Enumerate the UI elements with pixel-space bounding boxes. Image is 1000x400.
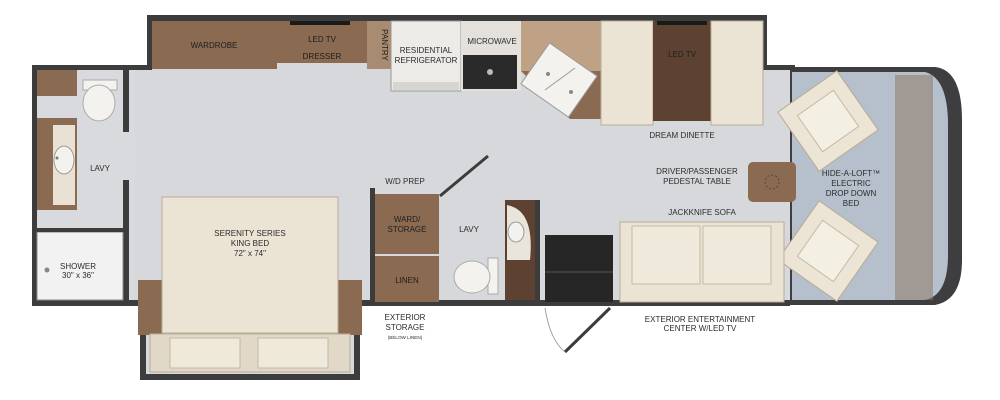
label-lavy-rear: LAVY bbox=[90, 164, 111, 173]
sink-drain-1 bbox=[546, 72, 550, 76]
label-loft-4: BED bbox=[843, 199, 860, 208]
wall-rear bbox=[32, 65, 37, 305]
wall-slide-right bbox=[354, 300, 360, 380]
label-loft-1: HIDE-A-LOFT™ bbox=[822, 169, 880, 178]
shower-drain bbox=[44, 267, 50, 273]
pedestal-table bbox=[748, 162, 796, 202]
mid-lavy-sink bbox=[507, 221, 525, 243]
wall-top-cab bbox=[765, 65, 795, 70]
wall-top-main bbox=[130, 65, 150, 70]
nightstand-right bbox=[338, 280, 362, 335]
label-shower-1: SHOWER bbox=[60, 262, 96, 271]
king-bed bbox=[161, 196, 339, 334]
wall-slide-left bbox=[140, 300, 146, 380]
rear-toilet bbox=[82, 84, 116, 122]
bed-pillow-left bbox=[169, 337, 241, 369]
tv-bar-dinette bbox=[657, 21, 707, 25]
label-linen: LINEN bbox=[395, 276, 419, 285]
label-ext-storage-1: EXTERIOR bbox=[385, 313, 426, 322]
shower-stall bbox=[36, 231, 124, 301]
fridge-door-line bbox=[393, 82, 459, 90]
sofa-cushion-right bbox=[702, 225, 772, 285]
label-fridge-2: REFRIGERATOR bbox=[395, 56, 458, 65]
refrigerator bbox=[390, 20, 462, 92]
ward-storage-cabinet bbox=[375, 194, 439, 254]
partition-bath-top bbox=[123, 70, 129, 132]
entry-step bbox=[545, 235, 613, 302]
wd-prep-door bbox=[439, 154, 489, 198]
wall-top-left bbox=[147, 15, 152, 70]
label-bed-2: KING BED bbox=[231, 239, 269, 248]
label-wardrobe: WARDROBE bbox=[191, 41, 238, 50]
label-ext-storage-2: STORAGE bbox=[386, 323, 425, 332]
label-bed-1: SERENITY SERIES bbox=[214, 229, 285, 238]
label-dream-dinette: DREAM DINETTE bbox=[649, 131, 714, 140]
mid-lavy-wall bbox=[535, 200, 540, 302]
label-wd-prep: W/D PREP bbox=[385, 177, 425, 186]
label-loft-2: ELECTRIC bbox=[831, 179, 871, 188]
ward-storage-wall bbox=[370, 188, 375, 302]
rear-sink bbox=[53, 145, 75, 175]
microwave-knob bbox=[487, 69, 493, 75]
wardrobe-cabinet bbox=[152, 21, 277, 69]
label-dinette-tv: LED TV bbox=[668, 50, 697, 59]
dinette-bench-right bbox=[710, 20, 764, 126]
entry-door bbox=[563, 306, 612, 354]
rear-bath-cabinet bbox=[37, 70, 77, 96]
wall-rear-top bbox=[32, 65, 132, 70]
label-bed-3: 72" x 74" bbox=[234, 249, 266, 258]
kitchen-sink-divider bbox=[544, 67, 576, 91]
linen-cabinet bbox=[375, 256, 439, 302]
wall-top-slide bbox=[147, 15, 767, 21]
captain-chair-top-inner bbox=[796, 89, 860, 153]
label-dresser: DRESSER bbox=[303, 52, 342, 61]
label-fridge-1: RESIDENTIAL bbox=[400, 46, 453, 55]
shower-wall bbox=[37, 228, 125, 232]
label-pedestal-1: DRIVER/PASSENGER bbox=[656, 167, 738, 176]
label-lavy-mid: LAVY bbox=[459, 225, 480, 234]
dinette-table bbox=[653, 21, 711, 121]
label-microwave: MICROWAVE bbox=[467, 37, 516, 46]
wall-bottom-slide bbox=[140, 374, 360, 380]
label-ext-ent-1: EXTERIOR ENTERTAINMENT bbox=[645, 315, 755, 324]
sofa-cushion-left bbox=[631, 225, 701, 285]
sink-drain-2 bbox=[569, 90, 573, 94]
tv-bar-bedroom bbox=[290, 21, 350, 25]
pedestal-table-base bbox=[764, 174, 780, 190]
label-ward-storage-1: WARD/ bbox=[394, 215, 421, 224]
label-pedestal-2: PEDESTAL TABLE bbox=[663, 177, 731, 186]
label-ext-ent-2: CENTER W/LED TV bbox=[664, 324, 737, 333]
dresser-cabinet bbox=[277, 21, 367, 63]
rear-drain bbox=[55, 156, 59, 160]
label-loft-3: DROP DOWN bbox=[826, 189, 877, 198]
pantry-cabinet bbox=[367, 21, 391, 69]
dash bbox=[895, 75, 933, 300]
partition-bath-bottom bbox=[123, 180, 129, 300]
label-ward-storage-2: STORAGE bbox=[388, 225, 427, 234]
entry-door-swing bbox=[544, 307, 566, 353]
label-ext-storage-3: (BELOW LINEN) bbox=[388, 335, 423, 340]
mid-lavy-toilet bbox=[453, 260, 491, 294]
label-jackknife: JACKKNIFE SOFA bbox=[668, 208, 736, 217]
wall-rear-bottom bbox=[32, 300, 140, 306]
label-pantry: PANTRY bbox=[380, 29, 389, 61]
wall-top-front bbox=[762, 15, 767, 70]
bed-pillow-right bbox=[257, 337, 329, 369]
nightstand-left bbox=[138, 280, 162, 335]
label-shower-2: 30" x 36" bbox=[62, 271, 94, 280]
label-dresser-tv: LED TV bbox=[308, 35, 337, 44]
wall-bottom bbox=[360, 300, 790, 306]
dinette-bench-left bbox=[600, 20, 654, 126]
captain-chair-bottom-inner bbox=[796, 219, 860, 283]
